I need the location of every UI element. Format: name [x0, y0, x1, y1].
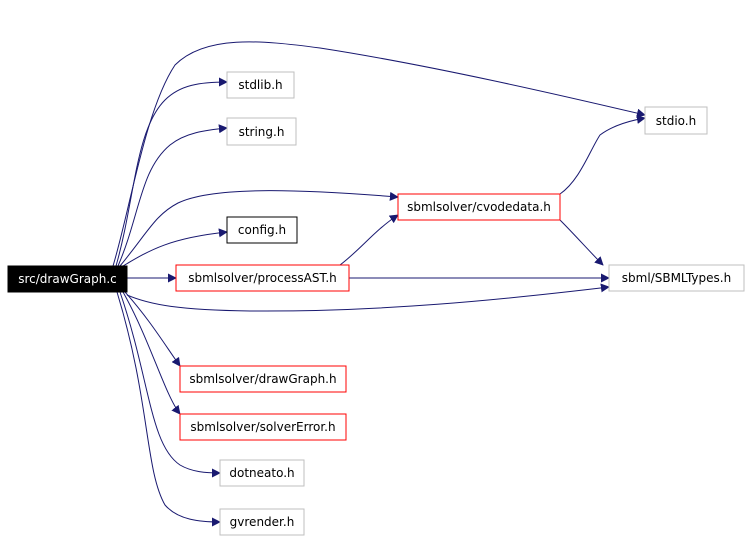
node-label: sbml/SBMLTypes.h — [622, 271, 731, 285]
edge-drawgraph-to-cvodedata — [119, 190, 399, 267]
node-sbmlsolver-solvererror-h[interactable]: sbmlsolver/solverError.h — [179, 413, 347, 441]
node-label: dotneato.h — [229, 466, 294, 480]
node-sbmlsolver-processast-h[interactable]: sbmlsolver/processAST.h — [175, 264, 350, 292]
node-label: gvrender.h — [230, 515, 295, 529]
node-src-drawgraph-c[interactable]: src/drawGraph.c — [7, 265, 128, 293]
node-config-h[interactable]: config.h — [226, 216, 298, 244]
edge-drawgraph-to-solvererror — [122, 291, 181, 415]
node-label: stdlib.h — [238, 78, 282, 92]
node-stdlib-h[interactable]: stdlib.h — [226, 71, 295, 99]
edge-drawgraph-to-string — [117, 124, 228, 267]
edge-drawgraph-to-stdlib — [115, 77, 228, 267]
edge-drawgraph-to-config — [122, 228, 228, 267]
node-sbml-sbmltypes-h[interactable]: sbml/SBMLTypes.h — [608, 264, 745, 292]
edge-processast-to-cvodedata — [339, 214, 399, 266]
node-sbmlsolver-cvodedata-h[interactable]: sbmlsolver/cvodedata.h — [397, 193, 561, 221]
node-dotneato-h[interactable]: dotneato.h — [219, 459, 305, 487]
node-stdio-h[interactable]: stdio.h — [644, 106, 708, 135]
edge-drawgraph-to-drawgraph-h — [124, 291, 181, 367]
node-label: sbmlsolver/processAST.h — [188, 271, 337, 285]
node-sbmlsolver-drawgraph-h[interactable]: sbmlsolver/drawGraph.h — [179, 365, 347, 393]
edge-drawgraph-to-stdio — [112, 41, 646, 267]
node-label: sbmlsolver/cvodedata.h — [407, 200, 551, 214]
node-label: string.h — [239, 125, 285, 139]
node-label: config.h — [238, 223, 286, 237]
node-label: stdio.h — [656, 114, 696, 128]
edge-cvodedata-to-stdio — [559, 114, 646, 195]
node-label: src/drawGraph.c — [18, 272, 117, 286]
node-string-h[interactable]: string.h — [226, 117, 297, 146]
edge-cvodedata-to-sbmltypes — [559, 219, 604, 266]
edge-drawgraph-to-sbmltypes — [126, 283, 610, 312]
node-gvrender-h[interactable]: gvrender.h — [219, 508, 305, 536]
edge-drawgraph-to-dotneato — [119, 291, 221, 478]
node-label: sbmlsolver/solverError.h — [190, 420, 335, 434]
node-label: sbmlsolver/drawGraph.h — [189, 372, 336, 386]
edges — [112, 41, 646, 527]
edge-drawgraph-to-gvrender — [116, 291, 221, 527]
